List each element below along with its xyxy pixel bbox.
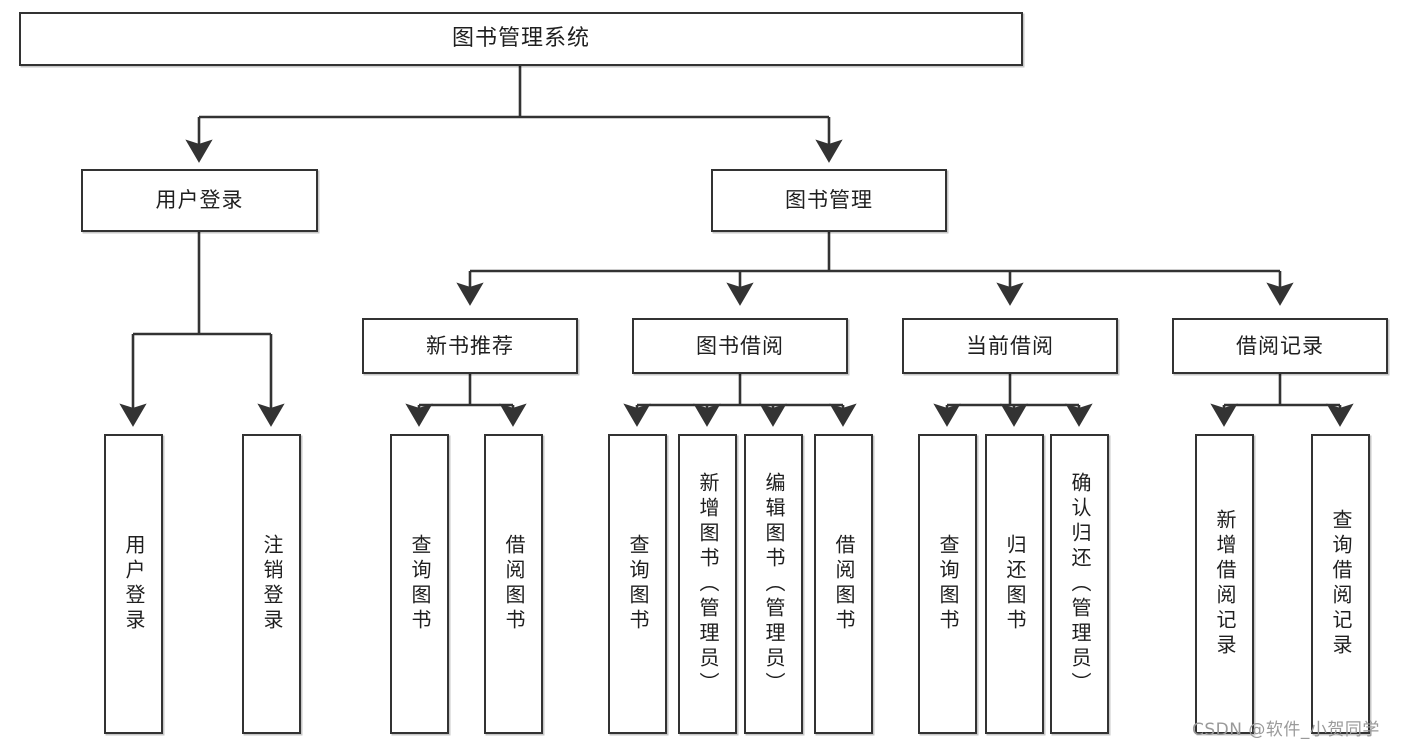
leaf-borrow-book-new-recommend[interactable]: 借阅图书 [484,434,543,734]
node-label: 新书推荐 [426,333,514,358]
watermark-text: CSDN @软件_小贺同学 [1192,720,1380,740]
leaf-add-book[interactable]: 新增图书（管理员） [678,434,737,734]
leaf-confirm-return[interactable]: 确认归还（管理员） [1050,434,1109,734]
node-label: 新增图书（管理员） [696,471,720,697]
leaf-query-book-new-recommend[interactable]: 查询图书 [390,434,449,734]
leaf-logout[interactable]: 注销登录 [242,434,301,734]
leaf-borrow-book[interactable]: 借阅图书 [814,434,873,734]
node-label: 编辑图书（管理员） [762,471,786,697]
leaf-add-borrow-record[interactable]: 新增借阅记录 [1195,434,1254,734]
node-label: 图书借阅 [696,333,784,358]
node-book-borrow[interactable]: 图书借阅 [632,318,848,374]
node-label: 确认归还（管理员） [1068,471,1092,697]
node-label: 查询借阅记录 [1329,509,1353,659]
node-label: 归还图书 [1003,534,1027,634]
node-label: 查询图书 [408,534,432,634]
node-label: 注销登录 [260,534,284,634]
node-label: 图书管理系统 [451,26,590,52]
node-book-management[interactable]: 图书管理 [711,169,947,232]
node-label: 图书管理 [785,188,873,213]
leaf-edit-book[interactable]: 编辑图书（管理员） [744,434,803,734]
node-label: 查询图书 [626,534,650,634]
node-label: 查询图书 [936,534,960,634]
node-label: 当前借阅 [966,333,1054,358]
node-current-borrow[interactable]: 当前借阅 [902,318,1118,374]
leaf-query-book-current[interactable]: 查询图书 [918,434,977,734]
node-label: 借阅图书 [832,534,856,634]
leaf-query-book-borrow[interactable]: 查询图书 [608,434,667,734]
node-label: 借阅图书 [502,534,526,634]
leaf-user-login[interactable]: 用户登录 [104,434,163,734]
node-label: 用户登录 [122,534,146,634]
node-new-book-recommend[interactable]: 新书推荐 [362,318,578,374]
node-borrow-record[interactable]: 借阅记录 [1172,318,1388,374]
node-label: 新增借阅记录 [1213,509,1237,659]
leaf-query-borrow-record[interactable]: 查询借阅记录 [1311,434,1370,734]
node-label: 借阅记录 [1236,333,1324,358]
node-user-login[interactable]: 用户登录 [81,169,318,232]
leaf-return-book[interactable]: 归还图书 [985,434,1044,734]
node-root-book-management-system[interactable]: 图书管理系统 [19,12,1023,66]
node-label: 用户登录 [155,188,244,213]
